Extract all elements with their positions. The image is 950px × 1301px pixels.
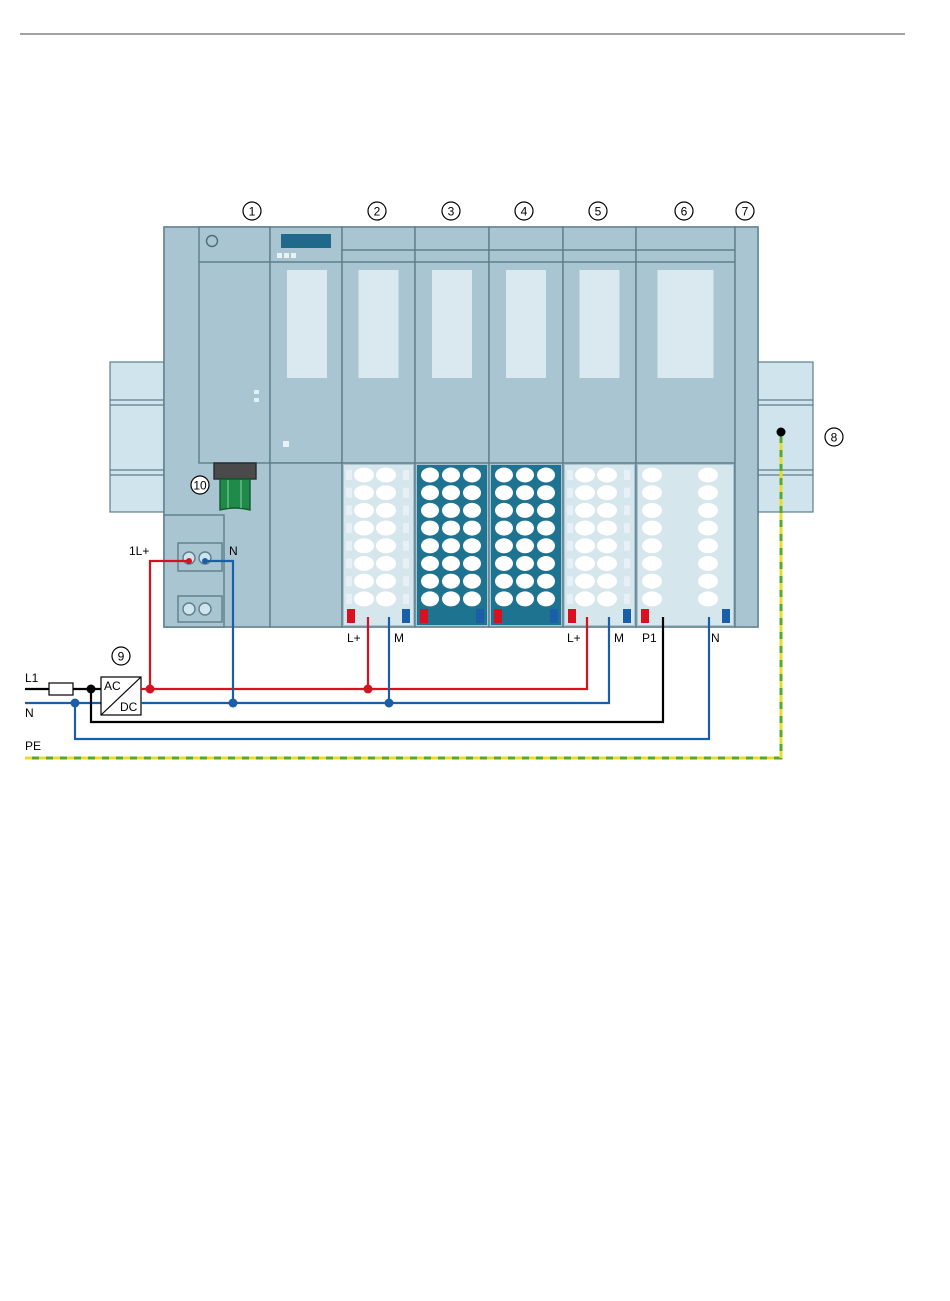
callout-2: 2 xyxy=(368,202,386,220)
callout-3: 3 xyxy=(442,202,460,220)
callout-label: 5 xyxy=(595,205,602,219)
label-p1: P1 xyxy=(642,631,657,645)
label-1l-plus: 1L+ xyxy=(129,544,149,558)
io-module-2 xyxy=(342,227,415,627)
label-pe: PE xyxy=(25,739,41,753)
callout-label: 4 xyxy=(521,205,528,219)
label-l1: L1 xyxy=(25,671,39,685)
psu-ac-label: AC xyxy=(104,679,121,693)
label-l-plus-module2: L+ xyxy=(347,631,361,645)
din-rail-right xyxy=(757,362,813,512)
label-m-module2: M xyxy=(394,631,404,645)
din-rail-left xyxy=(110,362,164,512)
callout-4: 4 xyxy=(515,202,533,220)
callout-label: 3 xyxy=(448,205,455,219)
callout-8: 8 xyxy=(825,428,843,446)
callout-1: 1 xyxy=(243,202,261,220)
bus-connector xyxy=(214,463,256,479)
callout-6: 6 xyxy=(675,202,693,220)
io-modules xyxy=(342,227,735,627)
label-n-supply: N xyxy=(25,706,34,720)
callout-5: 5 xyxy=(589,202,607,220)
wire-l-plus xyxy=(141,617,587,689)
io-module-5 xyxy=(563,227,636,627)
io-module-6 xyxy=(636,227,735,627)
server-module xyxy=(735,227,758,627)
label-m-module5: M xyxy=(614,631,624,645)
fuse xyxy=(49,683,73,695)
label-n-module6: N xyxy=(711,631,720,645)
callout-label: 6 xyxy=(681,205,688,219)
callout-7: 7 xyxy=(736,202,754,220)
label-l-plus-module5: L+ xyxy=(567,631,581,645)
label-n-interface: N xyxy=(229,544,238,558)
display-window xyxy=(281,234,331,248)
callout-label: 1 xyxy=(249,205,256,219)
io-module-3 xyxy=(415,227,489,627)
psu-dc-label: DC xyxy=(120,700,138,714)
callout-label: 10 xyxy=(193,479,207,493)
callout-label: 9 xyxy=(118,650,125,664)
callout-10: 10 xyxy=(191,476,209,494)
callout-9: 9 xyxy=(112,647,130,665)
callout-label: 8 xyxy=(831,431,838,445)
callout-label: 7 xyxy=(742,205,749,219)
callout-label: 2 xyxy=(374,205,381,219)
io-module-4 xyxy=(489,227,563,627)
